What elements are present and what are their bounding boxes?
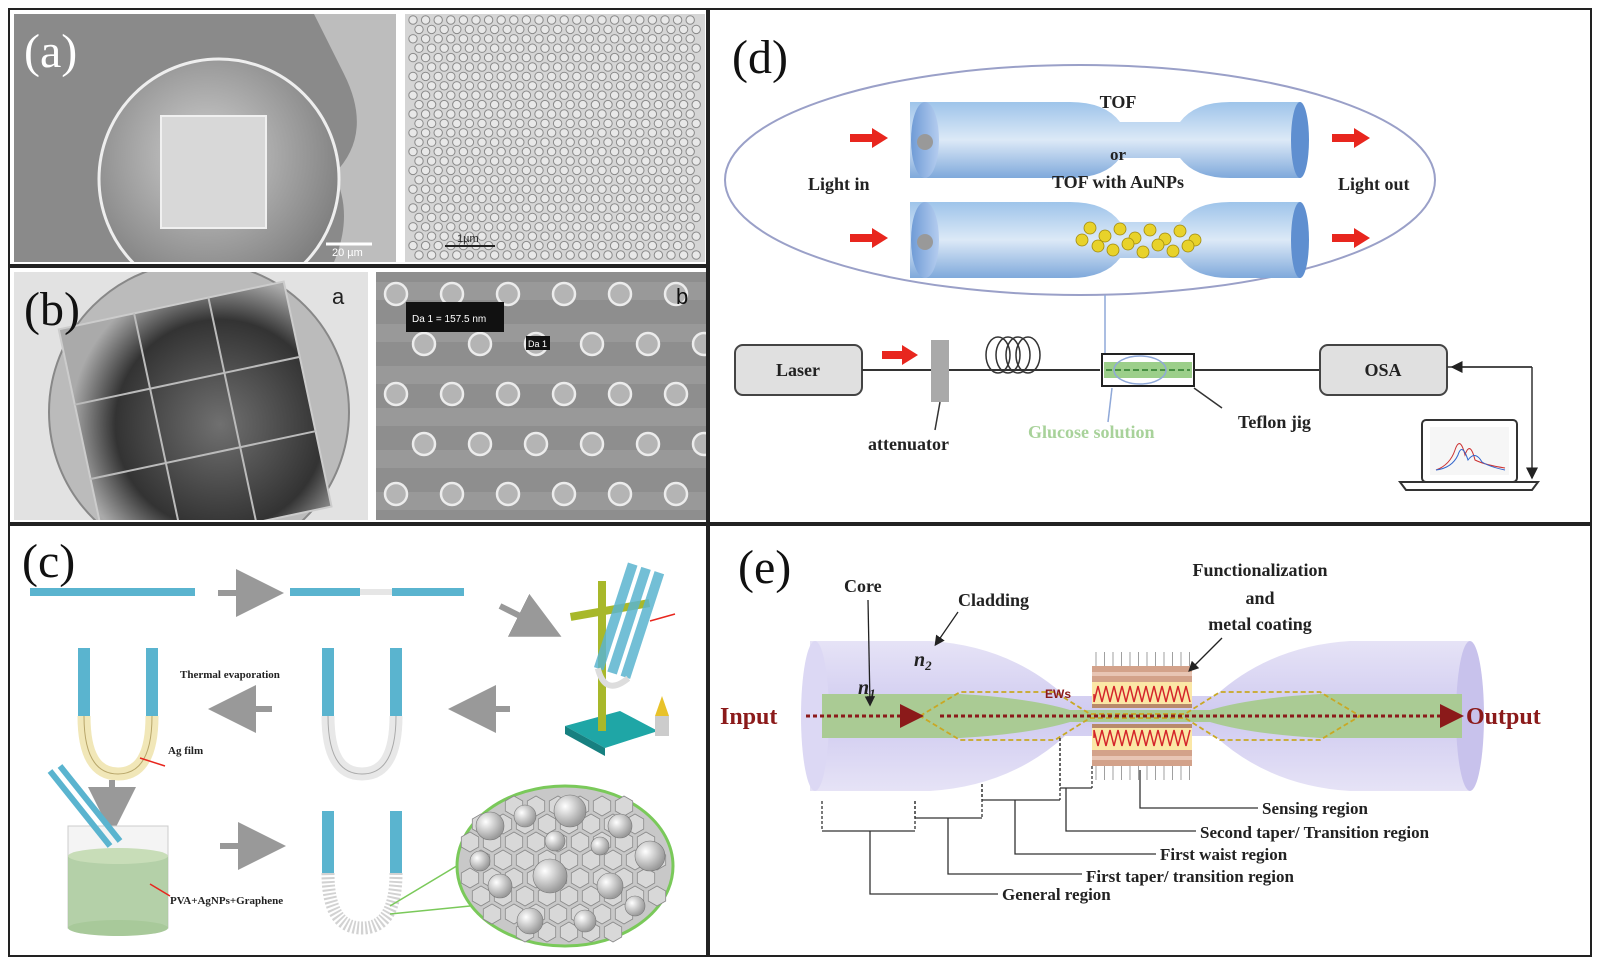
fiber-straight xyxy=(30,588,195,596)
sem-image-grid-fiber: a xyxy=(14,272,368,520)
panel-d-diagram: TOF or TOF with AuNPs Light in Light out… xyxy=(724,64,1540,491)
label-osa: OSA xyxy=(1364,360,1401,380)
sensing-coating-top xyxy=(1092,666,1192,708)
fiber-core xyxy=(822,694,1462,738)
scale-bar-left: 20 µm xyxy=(332,247,363,259)
label-func-2: and xyxy=(1245,588,1274,608)
panel-a: 20 µm 1µm (a) xyxy=(8,8,708,266)
grid-fiber-svg: a xyxy=(14,272,368,520)
fiber-stripped-left xyxy=(290,588,360,596)
sem-image-nanoarray: 1µm xyxy=(405,14,705,262)
label-solution: PVA+AgNPs+Graphene xyxy=(170,895,283,907)
panel-c-diagram: Thermal evaporation Ag film PVA+AgNPs+Gr… xyxy=(30,562,676,948)
region-label: Second taper/ Transition region xyxy=(1200,823,1430,842)
label-thermal-evaporation: Thermal evaporation xyxy=(180,669,280,681)
panel-e: EWs Input Output Core n1 Cladding n2 Fun… xyxy=(708,524,1592,957)
u-fiber-coated xyxy=(321,811,403,935)
laptop xyxy=(1398,419,1540,491)
measure-label: Da 1 = 157.5 nm xyxy=(412,314,486,325)
fiber-coil xyxy=(985,336,1041,374)
region-label: Sensing region xyxy=(1262,799,1369,818)
label-laser: Laser xyxy=(776,360,820,380)
region-label: First taper/ transition region xyxy=(1086,867,1294,886)
label-light-out: Light out xyxy=(1338,174,1410,194)
panel-label-e: (e) xyxy=(738,541,792,594)
square-pattern xyxy=(160,115,267,229)
grid-square xyxy=(57,280,333,520)
osa-box xyxy=(1319,344,1448,396)
label-attenuator: attenuator xyxy=(868,434,949,454)
tof-fiber xyxy=(910,102,1300,178)
label-n2: n xyxy=(914,649,925,671)
sub-label-a: a xyxy=(332,284,345,309)
label-func-1: Functionalization xyxy=(1192,560,1327,580)
fiber-end-face-svg: 20 µm xyxy=(14,14,396,262)
label-n1: n xyxy=(858,677,869,699)
svg-text:n2: n2 xyxy=(914,649,932,673)
au-nanoparticles xyxy=(1075,221,1202,259)
panel-e-diagram: EWs Input Output Core n1 Cladding n2 Fun… xyxy=(720,560,1541,904)
label-output: Output xyxy=(1466,704,1541,730)
nanoarray-svg xyxy=(408,15,701,260)
label-tof-aunps: TOF with AuNPs xyxy=(1052,172,1184,192)
sem-image-fiber-end: 20 µm xyxy=(14,14,396,262)
label-light-in: Light in xyxy=(808,174,870,194)
region-label: General region xyxy=(1002,885,1111,904)
panel-label-d: (d) xyxy=(732,31,788,84)
label-ag-film: Ag film xyxy=(168,745,203,757)
panel-label-c: (c) xyxy=(22,535,76,588)
label-core: Core xyxy=(844,576,882,596)
label-n2-sub: 2 xyxy=(924,658,932,673)
fiber-stripped-right xyxy=(392,588,464,596)
sem-image-particles: Da 1 = 157.5 nm Da 1 b xyxy=(376,272,706,520)
sensing-coating-bottom xyxy=(1092,724,1192,766)
panel-b: a Da 1 = 157.5 nm Da 1 b (b) xyxy=(8,266,708,524)
measure-tag: Da 1 xyxy=(528,339,547,349)
zoom-circle xyxy=(455,784,675,948)
panel-d: TOF or TOF with AuNPs Light in Light out… xyxy=(708,8,1592,524)
red-arrows xyxy=(850,128,1370,365)
u-fiber-bent xyxy=(321,648,403,781)
label-teflon: Teflon jig xyxy=(1238,412,1311,432)
panel-label-a: (a) xyxy=(24,25,78,78)
u-fiber-ag xyxy=(77,648,159,781)
beaker xyxy=(47,764,169,936)
sub-label-b: b xyxy=(676,284,688,309)
region-brackets xyxy=(821,738,1258,895)
bending-stand xyxy=(565,562,676,756)
panel-label-b: (b) xyxy=(24,283,80,336)
label-glucose: Glucose solution xyxy=(1028,422,1155,442)
label-cladding: Cladding xyxy=(958,590,1029,610)
label-ews: EWs xyxy=(1045,687,1071,701)
label-func-3: metal coating xyxy=(1208,614,1311,634)
label-n1-sub: 1 xyxy=(869,686,876,701)
label-input: Input xyxy=(720,704,777,730)
label-or: or xyxy=(1110,145,1127,164)
attenuator xyxy=(931,340,949,402)
label-tof: TOF xyxy=(1100,92,1137,112)
panel-c: Thermal evaporation Ag film PVA+AgNPs+Gr… xyxy=(8,524,708,957)
scale-bar-right: 1µm xyxy=(457,233,479,245)
svg-text:n1: n1 xyxy=(858,677,876,701)
region-label: First waist region xyxy=(1160,845,1288,864)
